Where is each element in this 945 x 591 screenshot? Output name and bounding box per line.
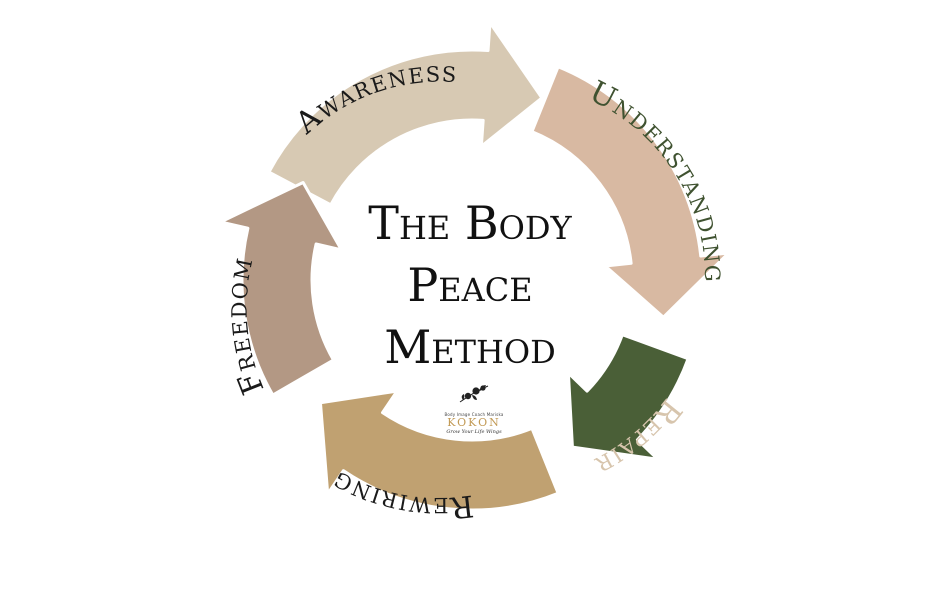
diagram-title: The Body Peace Method [310, 192, 630, 378]
arrow-understanding [530, 65, 731, 319]
arrow-ring [219, 21, 731, 512]
logo-tagline: Body Image Coach Mariska [444, 412, 504, 417]
arrow-rewiring [318, 389, 560, 512]
arrow-awareness [267, 21, 544, 207]
title-line-3: Method [384, 320, 556, 374]
arrow-freedom [219, 181, 343, 397]
flower-branch-icon [459, 385, 489, 403]
title-line-1: The Body [368, 196, 572, 250]
title-line-2: Peace [407, 258, 533, 312]
logo-slogan: Grow Your Life Wings [446, 429, 502, 435]
logo-name: KOKON [447, 416, 501, 429]
brand-logo: Body Image Coach Mariska KOKON Grow Your… [426, 382, 522, 442]
arrow-repair [566, 333, 690, 461]
